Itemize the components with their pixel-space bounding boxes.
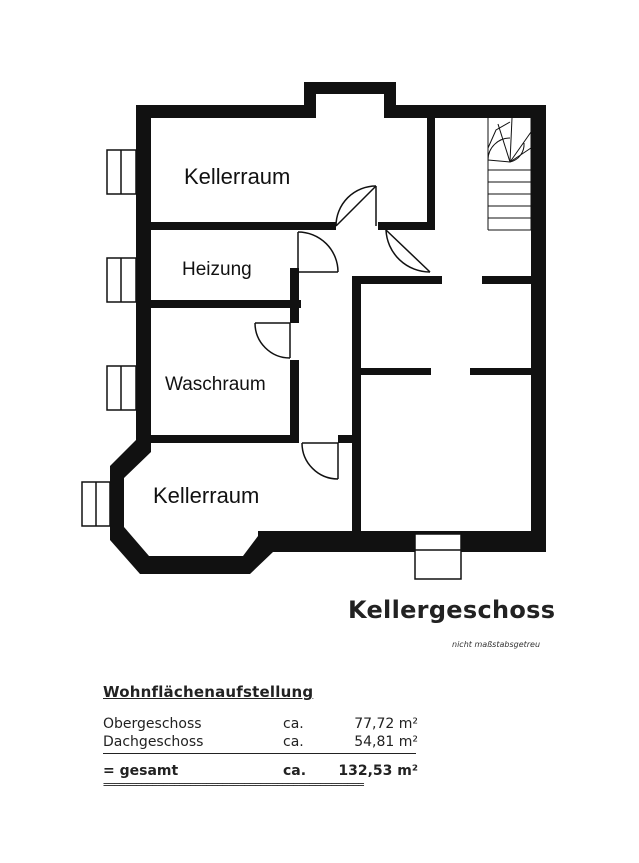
floor-plan: Kellerraum Heizung Waschraum Kellerraum	[81, 82, 546, 580]
area-row: Obergeschoss ca. 77,72 m²	[103, 715, 418, 733]
room-label-waschraum: Waschraum	[165, 374, 266, 395]
wall-int-1	[151, 222, 336, 230]
wall-bump-top	[304, 82, 396, 94]
door-kellerraum-top	[335, 185, 377, 227]
wall-int-13	[470, 368, 531, 375]
door-heizung	[297, 231, 339, 273]
wall-int-9	[352, 280, 361, 531]
plan-title: Kellergeschoss	[348, 596, 556, 624]
wall-top-left	[136, 105, 304, 118]
area-row-label: Dachgeschoss	[103, 734, 204, 750]
room-label-kellerraum-bottom: Kellerraum	[153, 483, 259, 508]
area-total-label: = gesamt	[103, 763, 179, 779]
plan-subtitle: nicht maßstabsgetreu	[452, 640, 541, 649]
area-row-prefix: ca.	[283, 734, 304, 750]
wall-int-5	[290, 268, 299, 323]
room-label-kellerraum-top: Kellerraum	[184, 164, 290, 189]
area-row-value: 77,72 m²	[354, 716, 418, 732]
door-stair	[385, 229, 431, 273]
wall-int-6	[290, 360, 299, 443]
door-waschraum	[254, 322, 291, 359]
staircase	[487, 117, 532, 231]
door-kellerraum-bottom	[301, 442, 339, 480]
wall-int-10	[352, 276, 442, 284]
wall-int-8	[338, 435, 352, 443]
window-5	[414, 533, 462, 580]
area-double-rule: ========================================…	[103, 780, 364, 790]
area-row-value: 54,81 m²	[354, 734, 418, 750]
walls	[110, 82, 546, 574]
area-total-prefix: ca.	[283, 763, 307, 779]
area-total-row: = gesamt ca. 132,53 m²	[103, 762, 418, 780]
wall-right	[531, 105, 546, 552]
area-table-heading: Wohnflächenaufstellung	[103, 683, 314, 701]
wall-int-3	[427, 118, 435, 230]
wall-int-11	[482, 276, 531, 284]
area-total-value: 132,53 m²	[338, 763, 418, 779]
room-label-heizung: Heizung	[182, 259, 252, 280]
area-table-rule	[103, 753, 416, 754]
area-row-prefix: ca.	[283, 716, 304, 732]
area-row: Dachgeschoss ca. 54,81 m²	[103, 733, 418, 751]
wall-int-2	[378, 222, 433, 230]
wall-int-12	[361, 368, 431, 375]
doors	[254, 185, 431, 480]
wall-bay	[110, 437, 273, 574]
wall-left	[136, 105, 151, 442]
area-row-label: Obergeschoss	[103, 716, 202, 732]
area-table: Wohnflächenaufstellung Obergeschoss ca. …	[103, 683, 418, 790]
wall-int-4	[151, 300, 301, 308]
wall-int-7	[151, 435, 299, 443]
wall-bottom-right	[258, 531, 546, 552]
windows	[81, 149, 462, 580]
wall-top-right	[384, 105, 546, 118]
